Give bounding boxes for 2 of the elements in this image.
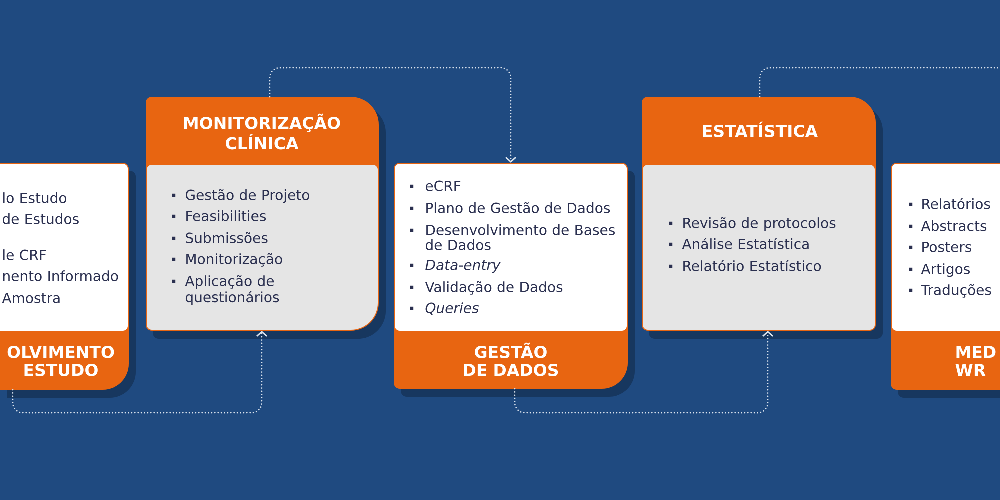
dotted-line: [759, 67, 1000, 98]
dotted-arrow: [269, 67, 516, 163]
